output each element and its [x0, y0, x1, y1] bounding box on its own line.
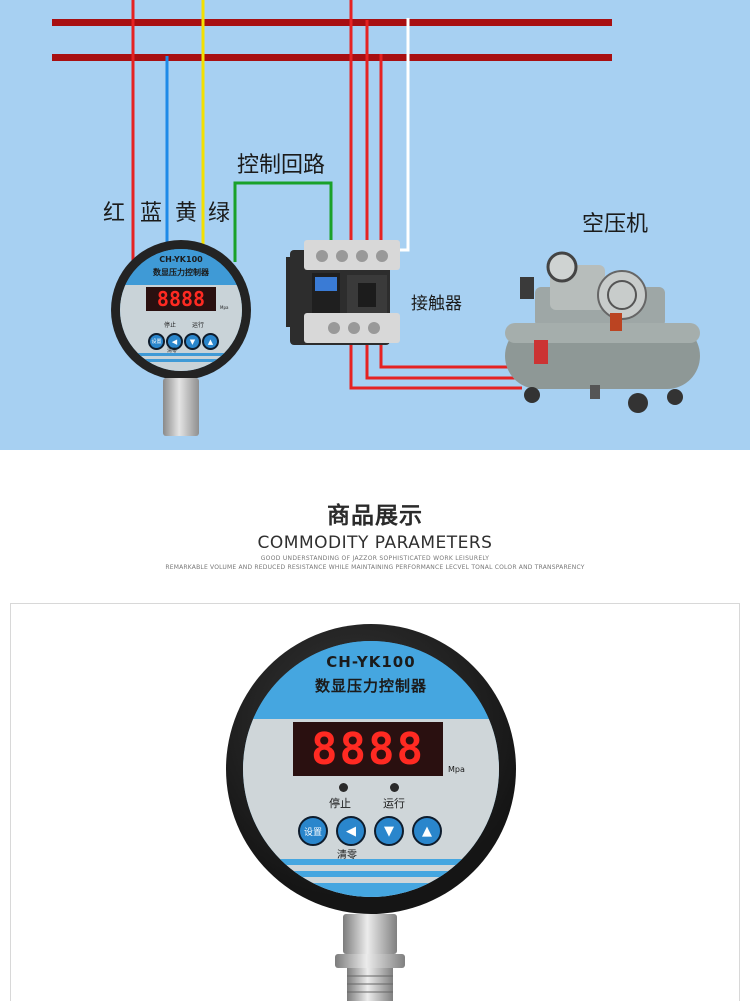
contactor-image	[286, 240, 400, 345]
unit-label-small: Mpa	[220, 305, 229, 310]
up-button-small[interactable]: ▲	[202, 333, 219, 350]
wiring-lines	[52, 0, 612, 390]
compressor-label: 空压机	[582, 212, 649, 237]
section-tagline-1: GOOD UNDERSTANDING OF JAZZOR SOPHISTICAT…	[260, 555, 490, 562]
white-wire	[388, 18, 410, 252]
left-arrow-icon: ◀	[346, 823, 356, 839]
air-compressor-image	[505, 251, 700, 413]
power-bus-line-2	[52, 54, 612, 61]
output-wire-1	[349, 335, 522, 390]
up-button[interactable]: ▲	[412, 816, 442, 846]
left-button[interactable]: ◀	[336, 816, 366, 846]
control-loop-label: 控制回路	[237, 153, 326, 178]
run-indicator-small: 运行	[192, 322, 205, 329]
stop-indicator: 停止	[329, 797, 351, 810]
left-button-small[interactable]: ◀	[166, 333, 183, 350]
controller-face: CH-YK100 数显压力控制器 8888 Mpa 停止 运行 设置 ◀ ▼ ▲…	[120, 249, 242, 371]
power-bus-line-1	[52, 19, 612, 26]
device-model: CH-YK100	[326, 653, 416, 671]
device-name-small: 数显压力控制器	[153, 268, 209, 277]
output-wire-3	[379, 335, 522, 369]
up-arrow-icon: ▲	[422, 823, 432, 839]
pressure-controller-small: CH-YK100 数显压力控制器 8888 Mpa 停止 运行 设置 ◀ ▼ ▲…	[111, 240, 251, 380]
wire-label-blue: 蓝	[140, 201, 163, 226]
left-arrow-icon: ◀	[171, 337, 178, 346]
clear-label-small: 清零	[167, 348, 178, 354]
run-indicator: 运行	[383, 797, 405, 810]
pressure-port-small	[163, 378, 199, 436]
output-wire-2	[365, 335, 522, 380]
down-button-small[interactable]: ▼	[184, 333, 201, 350]
run-led	[390, 783, 399, 792]
up-arrow-icon: ▲	[207, 337, 214, 346]
set-button[interactable]: 设置	[298, 816, 328, 846]
wire-label-green: 绿	[208, 201, 231, 226]
device-model-small: CH-YK100	[159, 255, 203, 264]
unit-label: Mpa	[448, 765, 465, 774]
wire-label-red: 红	[103, 201, 126, 226]
set-button-small[interactable]: 设置	[148, 333, 165, 350]
product-photo: CH-YK100 数显压力控制器 8888 Mpa 停止 运行 设置 ◀ ▼ ▲…	[10, 603, 740, 1001]
wire-label-yellow: 黄	[175, 201, 198, 226]
stop-indicator-small: 停止	[164, 322, 177, 329]
wiring-diagram: 红 蓝 黄 绿 控制回路 接触器 空压机 CH-YK100 数显压力控制器 88…	[0, 0, 750, 450]
contactor-label: 接触器	[411, 294, 462, 314]
section-tagline-2: REMARKABLE VOLUME AND REDUCED RESISTANCE…	[165, 564, 585, 571]
clear-label: 清零	[337, 850, 357, 861]
down-arrow-icon: ▼	[384, 823, 394, 839]
pressure-controller-large: CH-YK100 数显压力控制器 8888 Mpa 停止 运行 设置 ◀ ▼ ▲…	[226, 624, 516, 914]
display-small: 8888	[146, 287, 216, 311]
device-name: 数显压力控制器	[314, 677, 427, 695]
green-control-wire	[233, 181, 333, 262]
controller-face-large: CH-YK100 数显压力控制器 8888 Mpa 停止 运行 设置 ◀ ▼ ▲…	[243, 641, 499, 897]
digital-display: 8888	[293, 722, 443, 776]
stop-led	[339, 783, 348, 792]
section-subtitle: COMMODITY PARAMETERS	[257, 533, 493, 553]
section-title: 商品展示	[327, 503, 423, 529]
down-button[interactable]: ▼	[374, 816, 404, 846]
pressure-port	[335, 914, 405, 1001]
down-arrow-icon: ▼	[189, 337, 196, 346]
